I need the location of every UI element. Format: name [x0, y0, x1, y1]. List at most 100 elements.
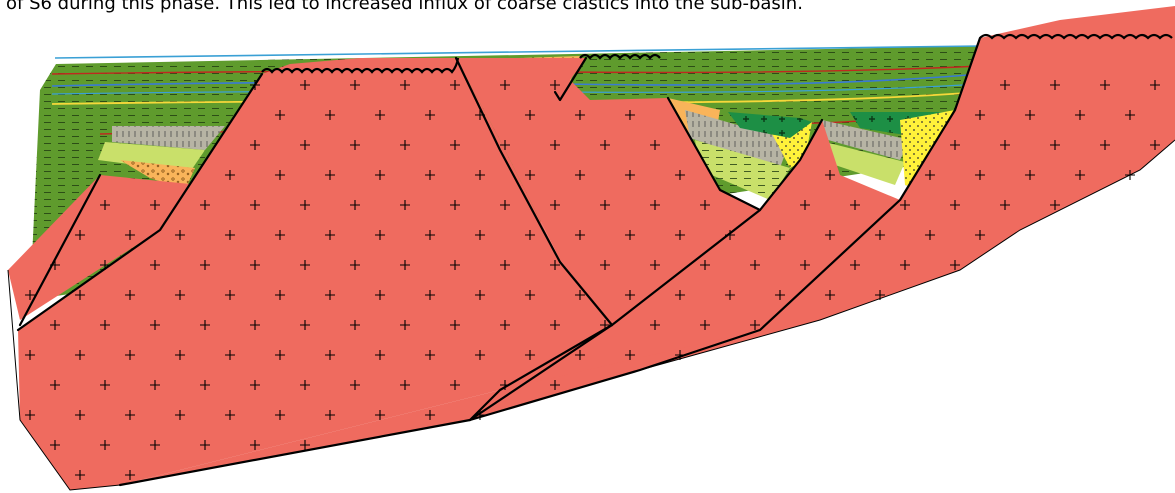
basement-plus-symbol	[125, 470, 135, 480]
basement-plus-symbol	[125, 410, 135, 420]
basement-plus-symbol	[550, 140, 560, 150]
basement-plus-symbol	[825, 170, 835, 180]
basement-plus-symbol	[250, 440, 260, 450]
basement-plus-symbol	[800, 200, 810, 210]
basement-plus-symbol	[1050, 200, 1060, 210]
center-volcanic-pattern	[728, 112, 812, 138]
basement-plus-symbol	[775, 230, 785, 240]
basement-plus-symbol	[575, 170, 585, 180]
basement-plus-symbol	[575, 110, 585, 120]
basement-plus-symbol	[825, 230, 835, 240]
basement-plus-symbol	[425, 170, 435, 180]
left-grey-pattern	[112, 126, 225, 150]
basement-plus-symbol	[350, 140, 360, 150]
basement-plus-symbols	[25, 80, 1160, 480]
basement-plus-symbol	[225, 350, 235, 360]
basement-plus-symbol	[600, 200, 610, 210]
basement-plus-symbol	[450, 140, 460, 150]
basement-plus-symbol	[1075, 110, 1085, 120]
basement-plus-symbol	[50, 440, 60, 450]
basement-plus-symbol	[525, 170, 535, 180]
basement-plus-symbol	[300, 320, 310, 330]
basement-plus-symbol	[350, 380, 360, 390]
right-grey-pattern	[822, 120, 910, 160]
basement-plus-symbol	[400, 260, 410, 270]
basement-plus-symbol	[175, 410, 185, 420]
basement-plus-symbol	[325, 230, 335, 240]
basement-plus-symbol	[1025, 110, 1035, 120]
basement-plus-symbol	[625, 230, 635, 240]
basement-plus-symbol	[550, 80, 560, 90]
unconformity-wavy-right	[979, 33, 1173, 40]
basement-plus-symbol	[400, 140, 410, 150]
basement-plus-symbol	[625, 350, 635, 360]
basement-block-far-left	[8, 175, 200, 320]
basement-plus-symbol	[625, 110, 635, 120]
basement-plus-symbol	[675, 230, 685, 240]
basement-plus-symbol	[975, 170, 985, 180]
sea-level-line	[54, 45, 981, 59]
basement-plus-symbol	[475, 350, 485, 360]
fault-far-left	[18, 173, 102, 327]
basement-plus-symbol	[200, 260, 210, 270]
basement-plus-symbol	[400, 200, 410, 210]
basement-plus-symbol	[25, 290, 35, 300]
basement-plus-symbol	[975, 230, 985, 240]
figure-caption: of S6 during this phase. This led to inc…	[6, 0, 803, 14]
basement-plus-symbol	[250, 260, 260, 270]
basement-plus-symbol	[900, 260, 910, 270]
basement-block-right-lower	[500, 120, 900, 390]
basement-plus-symbol	[300, 380, 310, 390]
basement-plus-symbol	[1100, 140, 1110, 150]
basement-plus-symbol	[750, 320, 760, 330]
basement-plus-symbol	[500, 200, 510, 210]
basement-plus-symbol	[700, 260, 710, 270]
fault-center	[454, 56, 614, 327]
basement-plus-symbol	[275, 410, 285, 420]
basement-plus-symbol	[625, 170, 635, 180]
basement-plus-symbol	[325, 110, 335, 120]
basement-plus-symbol	[500, 260, 510, 270]
basement-plus-symbol	[225, 290, 235, 300]
basement-plus-symbol	[600, 260, 610, 270]
left-orange-pattern	[120, 160, 195, 190]
basement-plus-symbol	[425, 290, 435, 300]
unconformity-wavy-left	[261, 57, 460, 74]
basement-plus-symbol	[300, 260, 310, 270]
basement-plus-symbol	[400, 320, 410, 330]
basement-plus-symbol	[250, 140, 260, 150]
basement-plus-symbol	[350, 200, 360, 210]
basement-plus-symbol	[250, 380, 260, 390]
basement-plus-symbol	[150, 380, 160, 390]
basement-plus-symbol	[425, 110, 435, 120]
basement-plus-symbol	[400, 80, 410, 90]
basement-plus-symbol	[575, 290, 585, 300]
basement-plus-symbol	[550, 260, 560, 270]
basement-plus-symbol	[1100, 80, 1110, 90]
basement-plus-symbol	[1050, 140, 1060, 150]
left-lightgreen-wedge	[98, 142, 205, 172]
basement-plus-symbol	[1000, 200, 1010, 210]
basement-plus-symbol	[200, 200, 210, 210]
basement-plus-symbol	[275, 350, 285, 360]
basement-plus-symbol	[500, 80, 510, 90]
basement-plus-symbol	[450, 80, 460, 90]
basement-plus-symbol	[50, 380, 60, 390]
basement-plus-symbol	[125, 350, 135, 360]
basement-plus-symbol	[150, 320, 160, 330]
basement-plus-symbol	[200, 320, 210, 330]
basement-plus-symbol	[450, 320, 460, 330]
center-grey-pattern	[685, 110, 790, 168]
basement-plus-symbol	[175, 290, 185, 300]
basement-plus-symbol	[625, 290, 635, 300]
center-lightgreen-pattern	[695, 140, 790, 200]
basement-plus-symbol	[100, 440, 110, 450]
basement-plus-symbol	[150, 260, 160, 270]
basement-plus-symbol	[150, 200, 160, 210]
basement-plus-symbol	[650, 140, 660, 150]
basement-plus-symbol	[950, 260, 960, 270]
basement-plus-symbol	[775, 290, 785, 300]
basement-plus-symbol	[850, 200, 860, 210]
fault-center-right	[553, 56, 588, 102]
